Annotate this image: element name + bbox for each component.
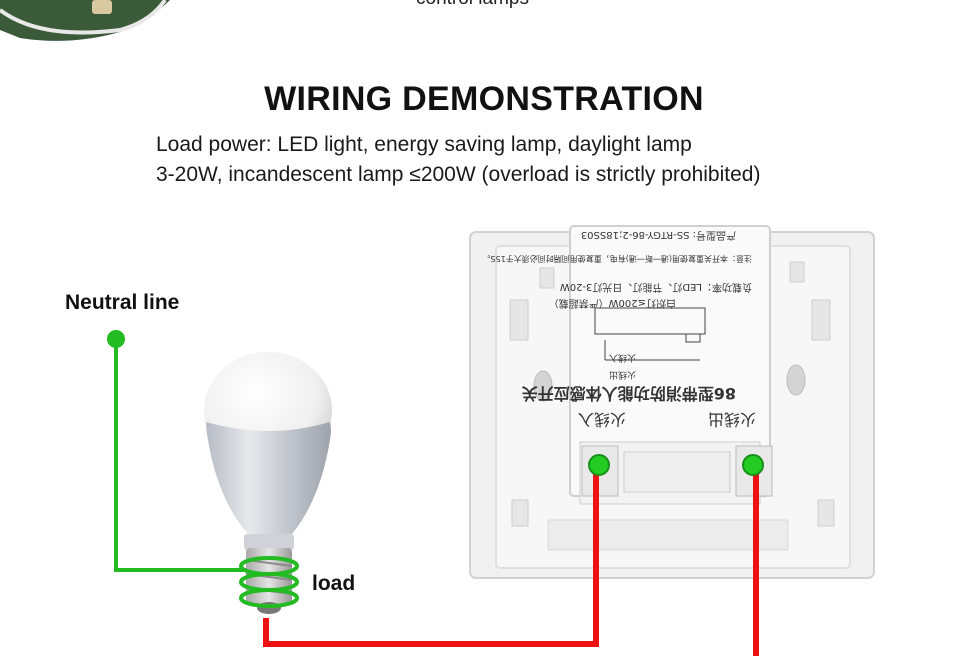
- terminal-dot-right: [742, 454, 764, 476]
- switch-note-text: 注意：本开关重复使用(通一断一通)有电，重复使用间隔时间必须大于15S。: [483, 254, 753, 264]
- section-description: Load power: LED light, energy saving lam…: [156, 130, 760, 190]
- bulb: [204, 352, 332, 614]
- terminal-dot-left: [588, 454, 610, 476]
- switch-product-name: 86型带消防功能人体感应开关: [522, 384, 736, 403]
- cropped-product-image: [0, 0, 170, 41]
- neutral-terminal-dot: [107, 330, 125, 348]
- neutral-coil: [239, 556, 299, 608]
- top-caption: control lamps: [416, 0, 529, 10]
- switch-wire-out: 火线出: [609, 369, 636, 381]
- neutral-line-label: Neutral line: [65, 291, 180, 314]
- neutral-wire: [114, 340, 280, 572]
- switch-model-text: 产品型号: SS-RTGY-86-2;18SS03: [581, 229, 736, 242]
- switch-load-power-text: 负载功率：LED灯、节能灯、日光灯3-20W: [560, 281, 752, 294]
- live-wire-load: [263, 468, 599, 647]
- description-line-2: 3-20W, incandescent lamp ≤200W (overload…: [156, 163, 761, 186]
- label-schematic: [594, 307, 706, 361]
- switch-incandescent-text: 白炽灯≤200W（严禁超载）: [549, 297, 676, 310]
- switch-wire-in: 火线入: [609, 352, 636, 364]
- switch-terminal-out: 火线出: [708, 410, 756, 429]
- load-label: load: [312, 572, 356, 595]
- switch-label: 产品型号: SS-RTGY-86-2;18SS03 注意：本开关重复使用(通一断…: [483, 229, 757, 429]
- switch-terminal-in: 火线入: [578, 410, 626, 429]
- description-line-1: Load power: LED light, energy saving lam…: [156, 133, 692, 156]
- section-title: WIRING DEMONSTRATION: [264, 80, 704, 118]
